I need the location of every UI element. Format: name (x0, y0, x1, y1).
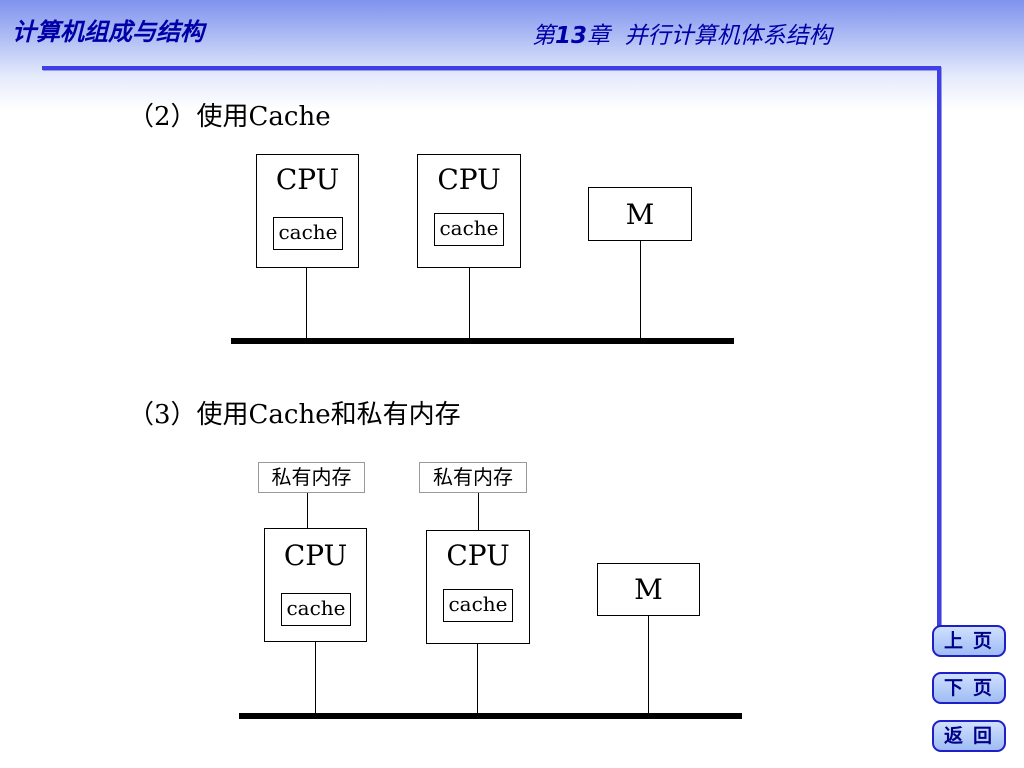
section2-cpu-2-connector (469, 268, 470, 338)
section2-bus (231, 338, 734, 344)
memory-label: M (634, 573, 663, 606)
section2-memory-box: M (588, 187, 692, 241)
section2-cpu-2-box: CPU cache (417, 154, 521, 268)
cpu-label: CPU (437, 163, 501, 196)
cache-box: cache (443, 589, 513, 622)
cpu-label: CPU (275, 163, 340, 196)
section2-cpu-1-connector (306, 268, 307, 338)
chapter-number: 13 (555, 23, 588, 49)
frame-right-border (937, 66, 941, 630)
cache-box: cache (273, 217, 343, 250)
section3-private-memory-2: 私有内存 (419, 462, 527, 493)
section3-bus (239, 713, 742, 719)
cache-box: cache (434, 213, 504, 246)
prev-page-button[interactable]: 上页 (932, 625, 1006, 657)
section2-cpu-1-box: CPU cache (256, 154, 359, 268)
section3-private-memory-1: 私有内存 (258, 462, 365, 493)
section3-cpu-2-box: CPU cache (426, 530, 530, 644)
section3-cpu-1-box: CPU cache (264, 528, 367, 642)
memory-label: M (625, 197, 655, 231)
chapter-suffix: 章 并行计算机体系结构 (587, 23, 832, 49)
section3-heading: （3）使用Cache和私有内存 (128, 400, 461, 430)
section3-private-1-connector (307, 493, 308, 528)
section3-memory-box: M (597, 563, 700, 616)
section3-cpu-1-connector (315, 642, 316, 713)
section3-memory-connector (648, 616, 649, 713)
header-band (0, 0, 1024, 110)
cpu-label: CPU (283, 539, 348, 572)
frame-top-border (42, 66, 941, 70)
chapter-title: 第13章 并行计算机体系结构 (532, 16, 832, 50)
cpu-label: CPU (446, 539, 510, 572)
course-title: 计算机组成与结构 (12, 18, 204, 46)
section3-private-2-connector (478, 493, 479, 530)
cache-box: cache (281, 593, 351, 626)
section3-cpu-2-connector (477, 644, 478, 713)
section2-memory-connector (640, 241, 641, 338)
next-page-button[interactable]: 下页 (932, 672, 1006, 704)
back-button[interactable]: 返回 (932, 720, 1006, 752)
section2-heading: （2）使用Cache (128, 102, 331, 132)
chapter-prefix: 第 (532, 23, 555, 49)
